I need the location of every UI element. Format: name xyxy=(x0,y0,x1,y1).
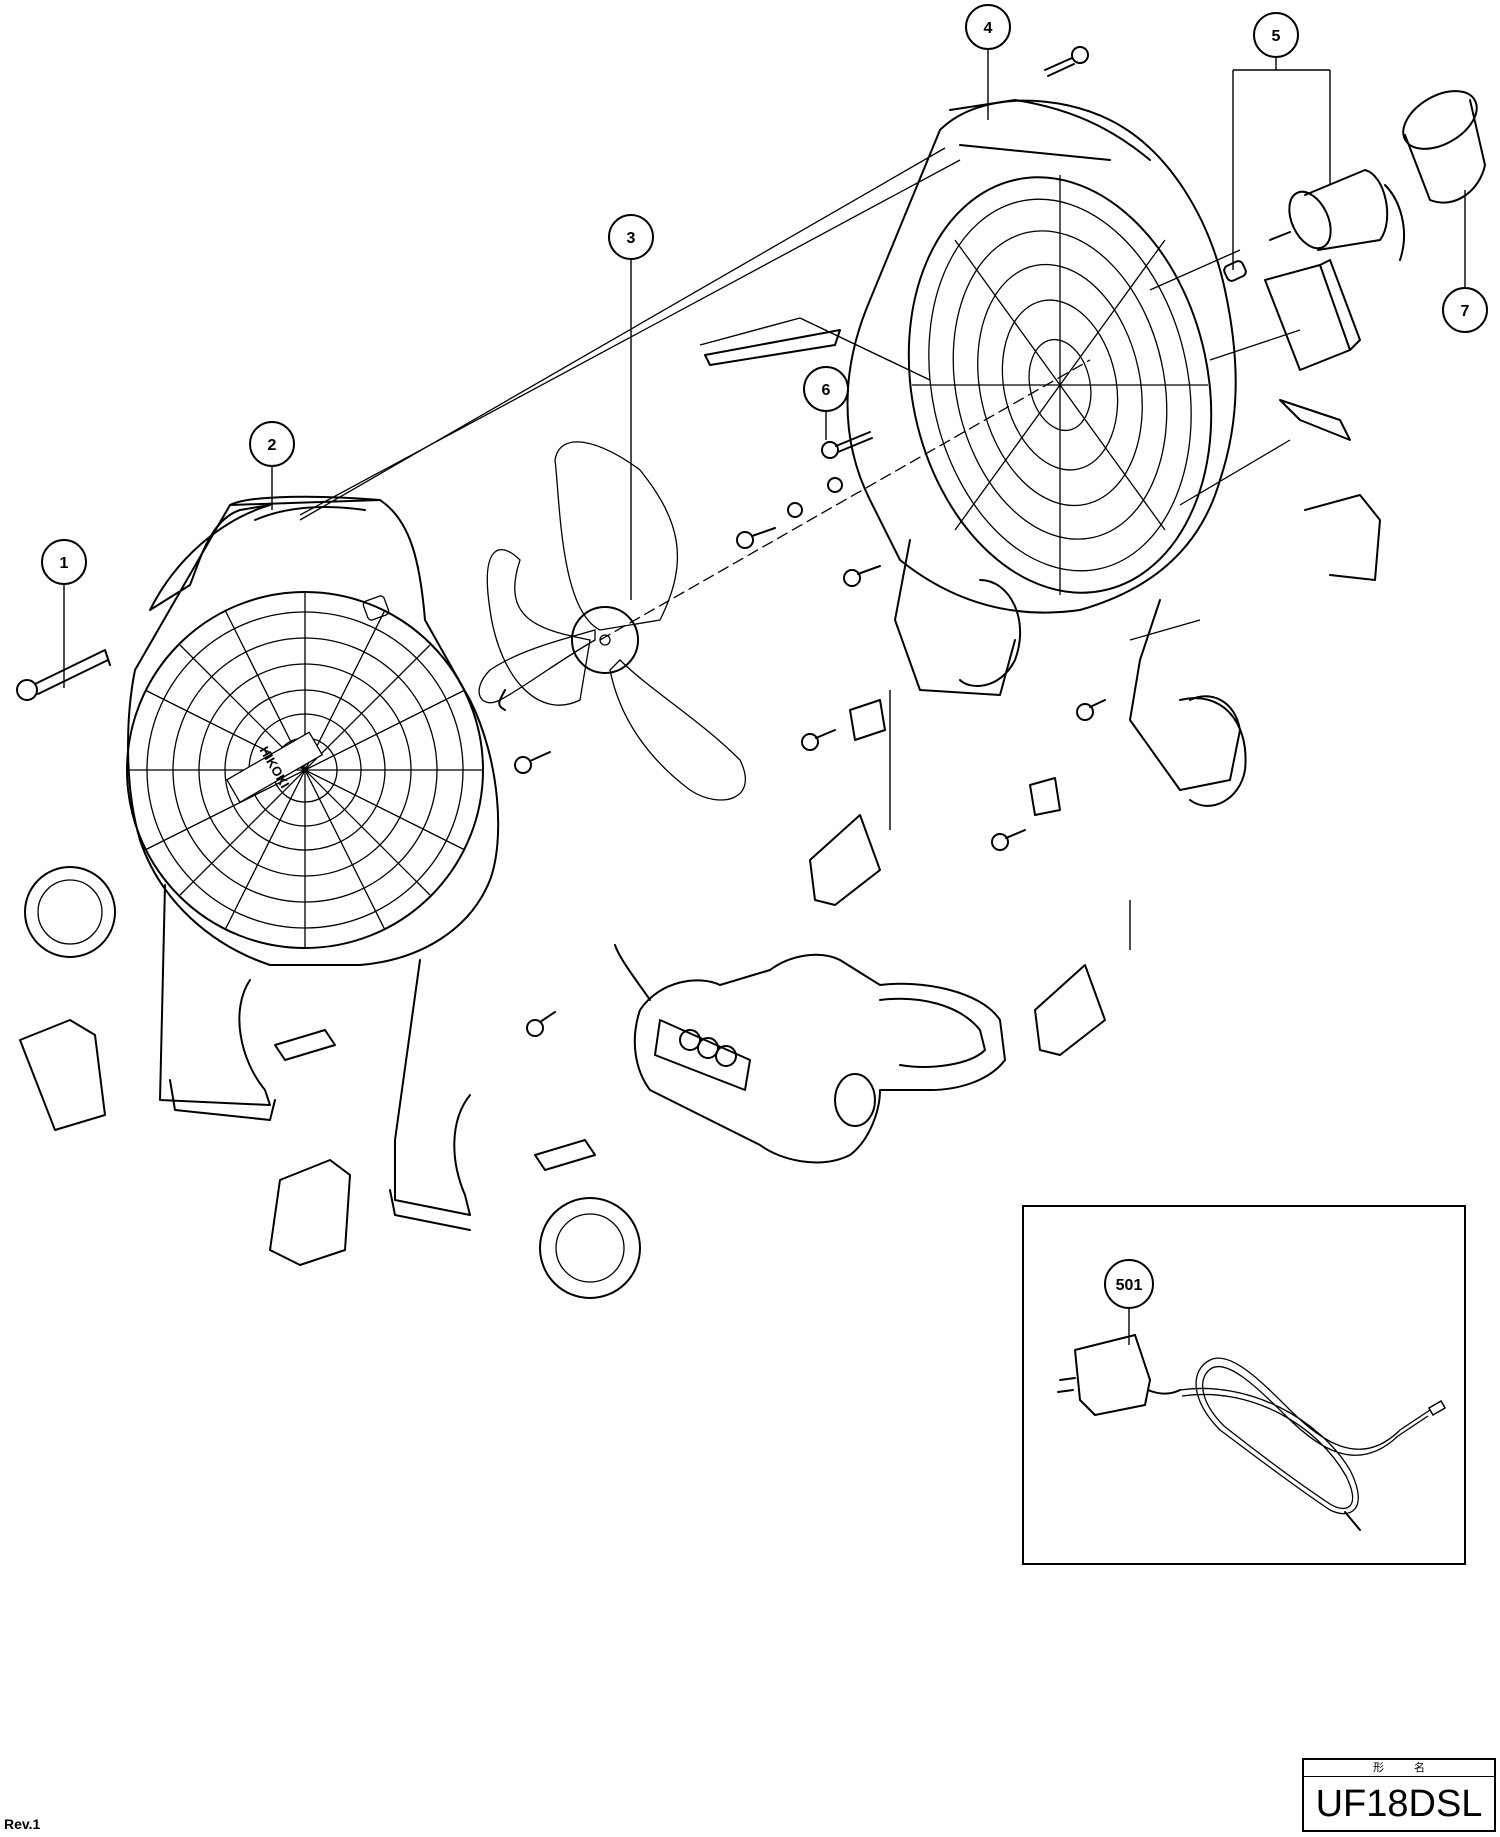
motor-part-5 xyxy=(1223,169,1406,282)
model-number: UF18DSL xyxy=(1315,1783,1483,1825)
svg-text:1: 1 xyxy=(60,555,69,572)
callout-4: 4 xyxy=(965,4,1011,50)
fan-blade-part-3 xyxy=(478,441,746,801)
small-hardware xyxy=(514,329,1106,1037)
screw-part-1 xyxy=(16,649,111,701)
title-block-label-row: 形 名 xyxy=(1304,1760,1494,1777)
end-caps xyxy=(24,866,641,1299)
accessory-inset-box: 501 xyxy=(1022,1205,1466,1565)
callout-6: 6 xyxy=(803,366,849,412)
title-block-label-right: 名 xyxy=(1414,1761,1425,1774)
e-ring-clip xyxy=(498,689,506,711)
lead-wire-strip xyxy=(704,329,841,366)
callout-1: 1 xyxy=(41,539,87,585)
callout-5: 5 xyxy=(1253,12,1299,58)
svg-text:3: 3 xyxy=(627,230,636,247)
callout-2: 2 xyxy=(249,421,295,467)
svg-text:7: 7 xyxy=(1461,303,1470,320)
callout-3: 3 xyxy=(608,214,654,260)
title-block: 形 名 UF18DSL xyxy=(1302,1758,1496,1832)
ac-adapter-part-501 xyxy=(1057,1334,1447,1531)
svg-text:6: 6 xyxy=(822,382,831,399)
latches-and-switches xyxy=(809,579,1247,1056)
leader-lines xyxy=(63,48,1466,1345)
motor-brackets xyxy=(1264,259,1381,581)
callout-7: 7 xyxy=(1442,287,1488,333)
screw-part-4 xyxy=(1044,46,1089,77)
assembly-lines xyxy=(299,147,1301,641)
svg-text:5: 5 xyxy=(1272,28,1281,45)
callout-501: 501 xyxy=(1104,1259,1154,1309)
leg-covers xyxy=(19,1019,596,1266)
rear-housing-part-4 xyxy=(846,99,1241,791)
revision-label: Rev.1 xyxy=(4,1816,41,1832)
svg-text:4: 4 xyxy=(984,20,993,37)
battery-handle-unit xyxy=(614,944,1006,1164)
motor-cap-part-7 xyxy=(1402,90,1486,204)
title-block-label-left: 形 xyxy=(1373,1761,1384,1774)
front-grille-part-2: HIKOKI xyxy=(126,495,500,1231)
svg-text:2: 2 xyxy=(268,437,277,454)
svg-text:501: 501 xyxy=(1116,1277,1143,1294)
